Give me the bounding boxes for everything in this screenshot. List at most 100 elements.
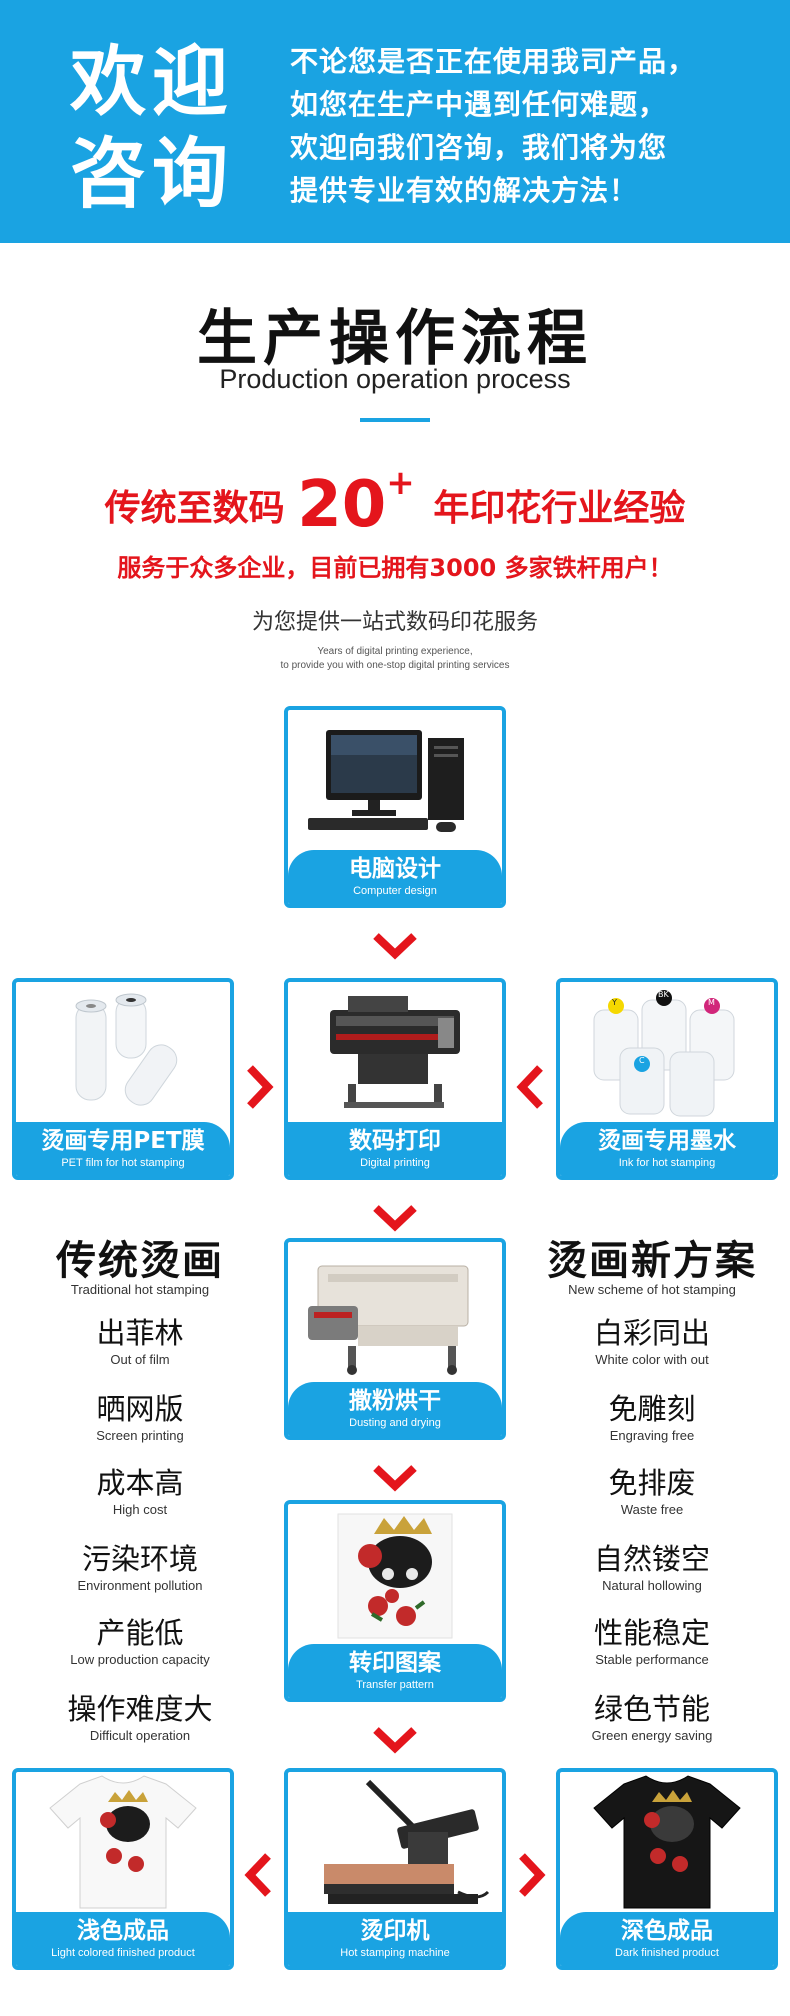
- section-divider: [360, 418, 430, 422]
- banner-description: 不论您是否正在使用我司产品， 如您在生产中遇到任何难题， 欢迎向我们咨询，我们将…: [290, 40, 770, 212]
- section-title: 生产操作流程: [197, 304, 593, 374]
- banner-text-line: 如您在生产中遇到任何难题，: [290, 88, 668, 121]
- traditional-item-en: Screen printing: [96, 1428, 184, 1443]
- light-product-label-zh: 浅色成品: [77, 1918, 169, 1944]
- new-scheme-subtitle: New scheme of hot stamping: [568, 1282, 736, 1297]
- step-ink: Y BK M C 烫画专用墨水 Ink for hot stamping: [556, 978, 778, 1180]
- new-scheme-item-en: Green energy saving: [591, 1728, 713, 1743]
- computer-label-en: Computer design: [353, 885, 437, 897]
- step-dusting-drying: 撒粉烘干 Dusting and drying: [284, 1238, 506, 1440]
- service-english-line1: Years of digital printing experience,: [317, 646, 473, 657]
- arrow-down-icon: [372, 930, 418, 960]
- new-scheme-item-en: Stable performance: [595, 1652, 709, 1667]
- transfer-label-zh: 转印图案: [349, 1650, 441, 1676]
- dusting-label: 撒粉烘干 Dusting and drying: [288, 1382, 502, 1436]
- ink-label-cyan: C: [639, 1056, 645, 1065]
- headline-plus: +: [386, 463, 415, 503]
- new-scheme-item: 白彩同出: [593, 1316, 710, 1350]
- new-scheme-item: 性能稳定: [593, 1616, 710, 1650]
- traditional-item-en: Difficult operation: [89, 1728, 191, 1743]
- ink-label: 烫画专用墨水 Ink for hot stamping: [560, 1122, 774, 1176]
- black-tshirt-image: [560, 1772, 774, 1912]
- traditional-item: 成本高: [96, 1466, 184, 1500]
- traditional-item: 出菲林: [96, 1316, 184, 1350]
- arrow-down-icon: [372, 1724, 418, 1754]
- section-subtitle: Production operation process: [219, 364, 571, 394]
- new-scheme-item-en: White color with out: [595, 1352, 709, 1367]
- traditional-item: 污染环境: [81, 1542, 198, 1576]
- white-tshirt-image: [16, 1772, 230, 1912]
- banner-text-line: 欢迎向我们咨询，我们将为您: [290, 131, 668, 164]
- transfer-label: 转印图案 Transfer pattern: [288, 1644, 502, 1698]
- step-light-product: 浅色成品 Light colored finished product: [12, 1768, 234, 1970]
- new-scheme-item: 免排废: [608, 1466, 696, 1500]
- traditional-title: 传统烫画: [56, 1238, 224, 1284]
- traditional-item-en: Environment pollution: [77, 1578, 203, 1593]
- contact-banner: 欢迎 咨询 不论您是否正在使用我司产品， 如您在生产中遇到任何难题， 欢迎向我们…: [0, 0, 790, 243]
- banner-welcome-line2: 咨询: [70, 129, 234, 218]
- new-scheme-item: 绿色节能: [593, 1692, 710, 1726]
- pet-film-label-zh: 烫画专用PET膜: [41, 1128, 205, 1154]
- banner-text-line: 不论您是否正在使用我司产品，: [290, 45, 697, 78]
- step-pet-film: 烫画专用PET膜 PET film for hot stamping: [12, 978, 234, 1180]
- pet-film-label: 烫画专用PET膜 PET film for hot stamping: [16, 1122, 230, 1176]
- traditional-item: 产能低: [96, 1616, 184, 1650]
- traditional-item-en: Low production capacity: [70, 1652, 210, 1667]
- heat-press-image: [288, 1772, 502, 1912]
- service-line: 为您提供一站式数码印花服务: [251, 610, 538, 635]
- transfer-label-en: Transfer pattern: [356, 1679, 434, 1691]
- new-scheme-title: 烫画新方案: [547, 1238, 757, 1284]
- traditional-item-en: High cost: [112, 1502, 168, 1517]
- step-dark-product: 深色成品 Dark finished product: [556, 1768, 778, 1970]
- light-product-label: 浅色成品 Light colored finished product: [16, 1912, 230, 1966]
- ink-label-zh: 烫画专用墨水: [598, 1128, 736, 1154]
- arrow-down-icon: [372, 1462, 418, 1492]
- machine-label-zh: 烫印机: [360, 1918, 430, 1944]
- arrow-right-icon: [516, 1852, 546, 1898]
- step-computer-design: 电脑设计 Computer design: [284, 706, 506, 908]
- service-english-line2: to provide you with one-stop digital pri…: [280, 660, 510, 671]
- step-digital-printing: 数码打印 Digital printing: [284, 978, 506, 1180]
- computer-image: [288, 710, 502, 850]
- light-product-label-en: Light colored finished product: [51, 1947, 195, 1959]
- pet-film-image: [16, 982, 230, 1122]
- ink-label-black: BK: [658, 990, 669, 999]
- dark-product-label-en: Dark finished product: [615, 1947, 719, 1959]
- traditional-item: 晒网版: [96, 1392, 184, 1426]
- ink-label-magenta: M: [708, 998, 715, 1007]
- traditional-item: 操作难度大: [67, 1692, 213, 1726]
- headline-post: 年印花行业经验: [433, 488, 686, 529]
- machine-label: 烫印机 Hot stamping machine: [288, 1912, 502, 1966]
- transfer-pattern-image: [288, 1504, 502, 1644]
- new-scheme-item-en: Waste free: [620, 1502, 684, 1517]
- ink-label-en: Ink for hot stamping: [618, 1157, 716, 1169]
- step-transfer-pattern: 转印图案 Transfer pattern: [284, 1500, 506, 1702]
- new-scheme-item-en: Natural hollowing: [602, 1578, 702, 1593]
- computer-label: 电脑设计 Computer design: [288, 850, 502, 904]
- arrow-down-icon: [372, 1202, 418, 1232]
- printing-label-en: Digital printing: [360, 1157, 430, 1169]
- headline-years-number: 20: [297, 468, 387, 542]
- printing-label: 数码打印 Digital printing: [288, 1122, 502, 1176]
- computer-label-zh: 电脑设计: [349, 856, 441, 882]
- arrow-left-icon: [244, 1852, 274, 1898]
- new-scheme-item: 自然镂空: [593, 1542, 710, 1576]
- ink-label-yellow: Y: [612, 998, 617, 1007]
- experience-headline: 传统至数码 20+ 年印花行业经验: [0, 462, 790, 542]
- arrow-right-icon: [244, 1064, 274, 1110]
- ink-bottles-image: Y BK M C: [560, 982, 774, 1122]
- banner-text-line: 提供专业有效的解决方法！: [290, 174, 639, 207]
- dark-product-label-zh: 深色成品: [621, 1918, 713, 1944]
- customers-line: 服务于众多企业，目前已拥有3000 多家铁杆用户！: [117, 554, 673, 582]
- dusting-label-en: Dusting and drying: [349, 1417, 441, 1429]
- arrow-left-icon: [516, 1064, 546, 1110]
- new-scheme-item-en: Engraving free: [609, 1428, 695, 1443]
- step-hot-stamping-machine: 烫印机 Hot stamping machine: [284, 1768, 506, 1970]
- banner-welcome-heading: 欢迎 咨询: [70, 36, 234, 220]
- machine-label-en: Hot stamping machine: [340, 1947, 450, 1959]
- banner-welcome-line1: 欢迎: [70, 37, 234, 126]
- headline-pre: 传统至数码: [104, 488, 285, 529]
- printing-label-zh: 数码打印: [349, 1128, 441, 1154]
- dark-product-label: 深色成品 Dark finished product: [560, 1912, 774, 1966]
- traditional-item-en: Out of film: [110, 1352, 170, 1367]
